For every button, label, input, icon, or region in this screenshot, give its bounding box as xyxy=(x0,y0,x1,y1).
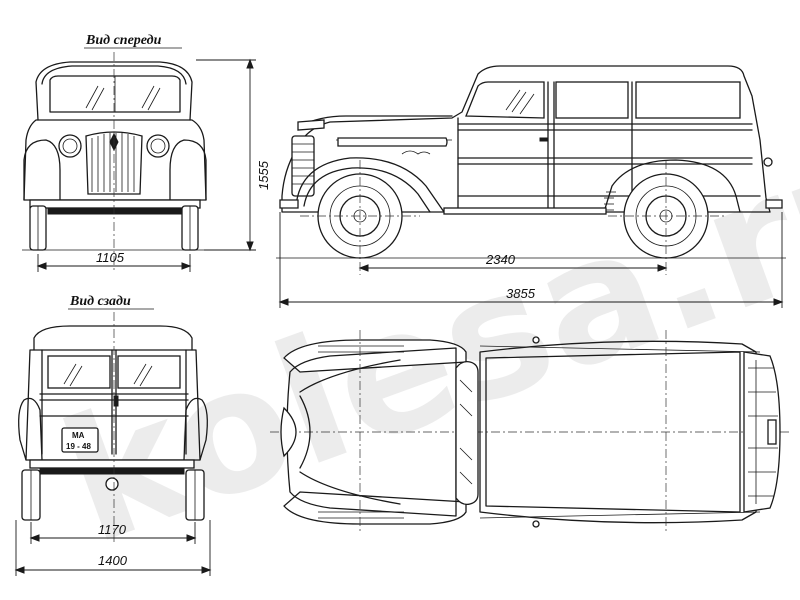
license-plate-line2: 19 - 48 xyxy=(66,442,91,451)
front-view-title: Вид спереди xyxy=(85,33,162,48)
front-view: Вид спереди xyxy=(22,33,271,272)
dimension-rear-track-label: 1170 xyxy=(98,522,127,537)
dimension-rear-track: 1170 xyxy=(29,522,197,544)
side-view: 2340 3855 xyxy=(276,65,786,308)
license-plate: МА 19 - 48 xyxy=(61,427,99,453)
dimension-front-track: 1105 xyxy=(36,250,192,272)
dimension-height-label: 1555 xyxy=(256,160,271,190)
dimension-height: 1555 xyxy=(196,58,271,252)
dimension-wheelbase-label: 2340 xyxy=(485,252,516,267)
top-view xyxy=(270,330,790,534)
dimension-overall-length: 3855 xyxy=(278,212,784,308)
dimension-overall-width-label: 1400 xyxy=(98,553,128,568)
rear-view: Вид сзади МА 19 - 48 xyxy=(14,294,212,576)
dimension-front-track-label: 1105 xyxy=(96,250,125,265)
dimension-overall-length-label: 3855 xyxy=(506,286,536,301)
rear-view-title: Вид сзади xyxy=(69,294,131,309)
dimension-overall-width: 1400 xyxy=(14,520,212,576)
dimension-wheelbase: 2340 xyxy=(358,252,668,272)
license-plate-line1: МА xyxy=(72,431,85,440)
